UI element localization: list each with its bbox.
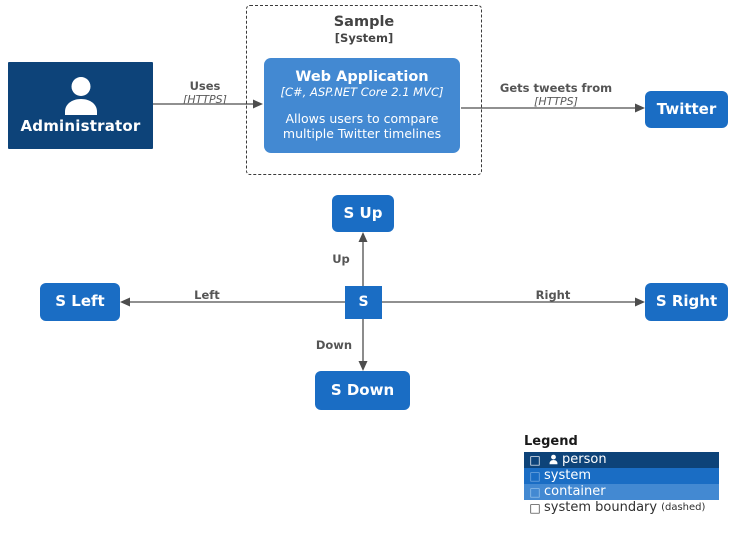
edge-label-right: Right	[530, 288, 576, 302]
legend: Legend □ person □ system □ container □ s…	[524, 434, 724, 516]
legend-row-person-label: person	[562, 451, 607, 467]
system-boundary-sample: Sample [System]	[246, 5, 482, 175]
edge-label-uses-name: Uses	[189, 79, 221, 93]
node-s-right-label: S Right	[655, 292, 718, 311]
system-boundary-label: Sample [System]	[247, 14, 481, 46]
legend-person-box-icon: □	[529, 452, 541, 467]
legend-row-system-boundary-note: (dashed)	[661, 501, 706, 513]
legend-row-container-label: container	[544, 483, 606, 499]
node-web-application-desc-line2: multiple Twitter timelines	[282, 126, 442, 142]
edge-label-gets-tweets-name: Gets tweets from	[499, 81, 613, 95]
edge-label-uses-tech: [HTTPS]	[183, 93, 227, 107]
edge-label-uses: Uses [HTTPS]	[166, 79, 244, 107]
node-s-up-label: S Up	[343, 203, 383, 222]
legend-boundary-box-icon: □	[529, 500, 541, 515]
node-s-down-label: S Down	[330, 380, 395, 399]
node-s[interactable]: S	[345, 286, 382, 319]
node-s-label: S	[358, 294, 369, 311]
node-administrator-label: Administrator	[20, 117, 141, 136]
edge-label-up: Up	[325, 252, 357, 266]
node-s-up[interactable]: S Up	[332, 195, 394, 232]
legend-row-system-label: system	[544, 467, 591, 483]
edge-label-gets-tweets: Gets tweets from [HTTPS]	[478, 81, 634, 109]
edge-label-up-name: Up	[332, 252, 350, 266]
edge-right-arrowhead	[635, 297, 645, 307]
node-s-left-label: S Left	[55, 292, 105, 311]
legend-system-box-icon: □	[529, 468, 541, 483]
edge-gets-tweets-arrowhead	[635, 103, 645, 113]
legend-row-person: □ person	[524, 451, 719, 468]
edge-label-gets-tweets-tech: [HTTPS]	[534, 95, 578, 109]
node-s-left[interactable]: S Left	[40, 283, 120, 321]
edge-label-down: Down	[311, 338, 357, 352]
node-twitter[interactable]: Twitter	[645, 91, 728, 128]
node-administrator[interactable]: Administrator	[8, 62, 153, 149]
system-boundary-name: Sample	[333, 14, 395, 30]
edge-label-down-name: Down	[315, 338, 353, 352]
node-web-application[interactable]: Web Application [C#, ASP.NET Core 2.1 MV…	[264, 58, 460, 153]
edge-label-left-name: Left	[194, 288, 220, 302]
edge-left-arrowhead	[120, 297, 130, 307]
node-s-down[interactable]: S Down	[315, 371, 410, 410]
legend-row-container: □ container	[524, 483, 719, 500]
legend-row-system: □ system	[524, 467, 719, 484]
node-s-right[interactable]: S Right	[645, 283, 728, 321]
legend-container-box-icon: □	[529, 484, 541, 499]
node-web-application-tech: [C#, ASP.NET Core 2.1 MVC]	[280, 84, 444, 99]
legend-title: Legend	[524, 434, 578, 449]
legend-row-system-boundary: □ system boundary (dashed)	[524, 500, 724, 516]
legend-row-system-boundary-label: system boundary	[544, 499, 658, 515]
edge-down-arrowhead	[358, 361, 368, 371]
person-icon	[58, 75, 104, 116]
node-twitter-label: Twitter	[656, 99, 717, 118]
node-web-application-desc-line1: Allows users to compare	[285, 110, 439, 126]
person-icon	[544, 452, 562, 468]
edge-label-right-name: Right	[535, 288, 571, 302]
edge-label-left: Left	[184, 288, 230, 302]
node-web-application-title: Web Application	[295, 69, 429, 86]
system-boundary-type: [System]	[334, 31, 394, 46]
edge-up-arrowhead	[358, 232, 368, 242]
